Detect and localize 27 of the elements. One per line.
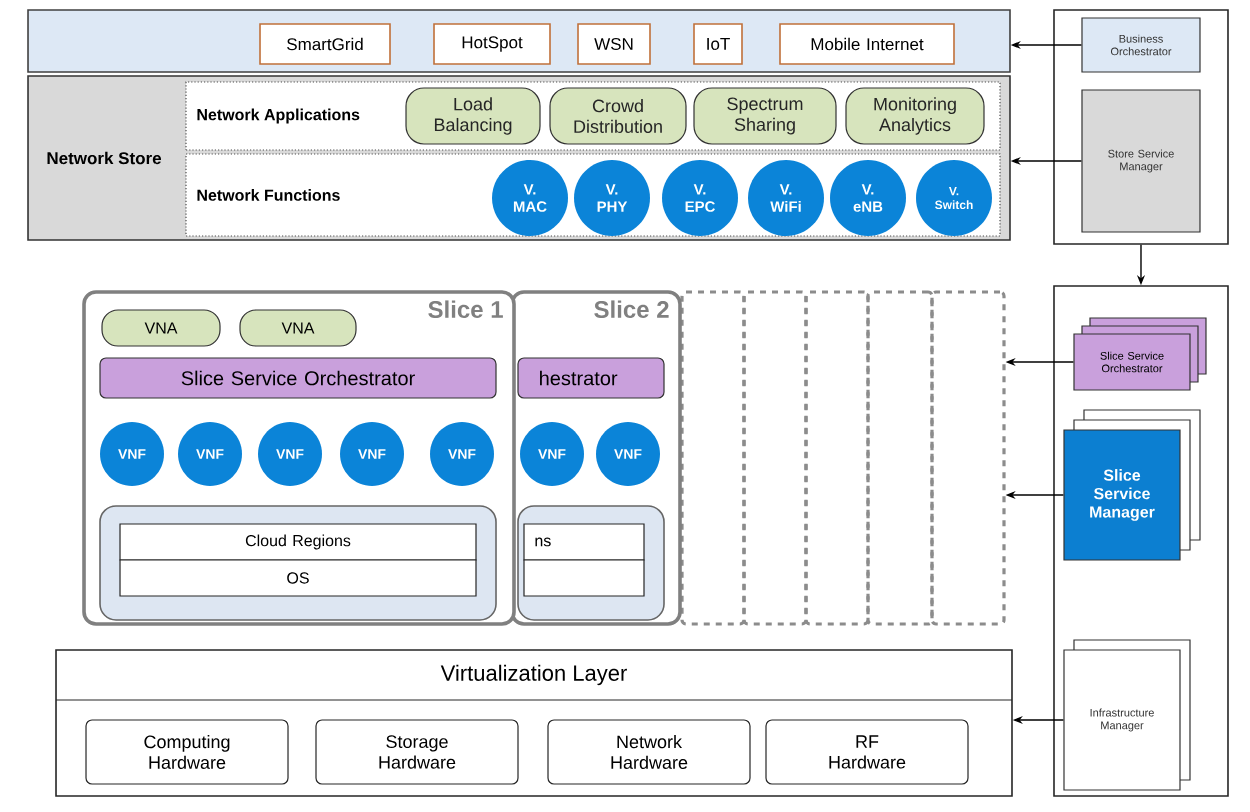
application-box: HotSpot [433,23,551,65]
hardware-box: RF Hardware [765,719,969,785]
table-row: OS [119,559,477,597]
orchestrator-bar: Slice Service Orchestrator [99,357,497,399]
dashed-slice-outline [930,290,1006,626]
application-box: WSN [577,23,651,65]
vna-pill: VNA [101,309,221,347]
hardware-box: Computing Hardware [85,719,289,785]
stacked-manager-box: Slice Service Manager [1063,409,1201,561]
application-pill: Crowd Distribution [549,87,687,145]
table-row [523,559,645,597]
hardware-box: Network Hardware [547,719,751,785]
dashed-slice-outline [680,290,746,626]
application-box: Mobile Internet [779,23,955,65]
dashed-slice-outline [866,290,934,626]
dashed-slice-outline [804,290,870,626]
vna-pill: VNA [239,309,357,347]
table-row: Cloud Regions [119,523,477,561]
application-box: IoT [693,23,743,65]
orchestrator-bar: hestrator [517,357,665,399]
hardware-box: Storage Hardware [315,719,519,785]
application-pill: Monitoring Analytics [845,87,985,145]
dashed-slice-outline [742,290,808,626]
application-pill: Spectrum Sharing [693,87,837,145]
application-pill: Load Balancing [405,87,541,145]
application-box: SmartGrid [259,23,391,65]
table-row: ns [523,523,645,561]
